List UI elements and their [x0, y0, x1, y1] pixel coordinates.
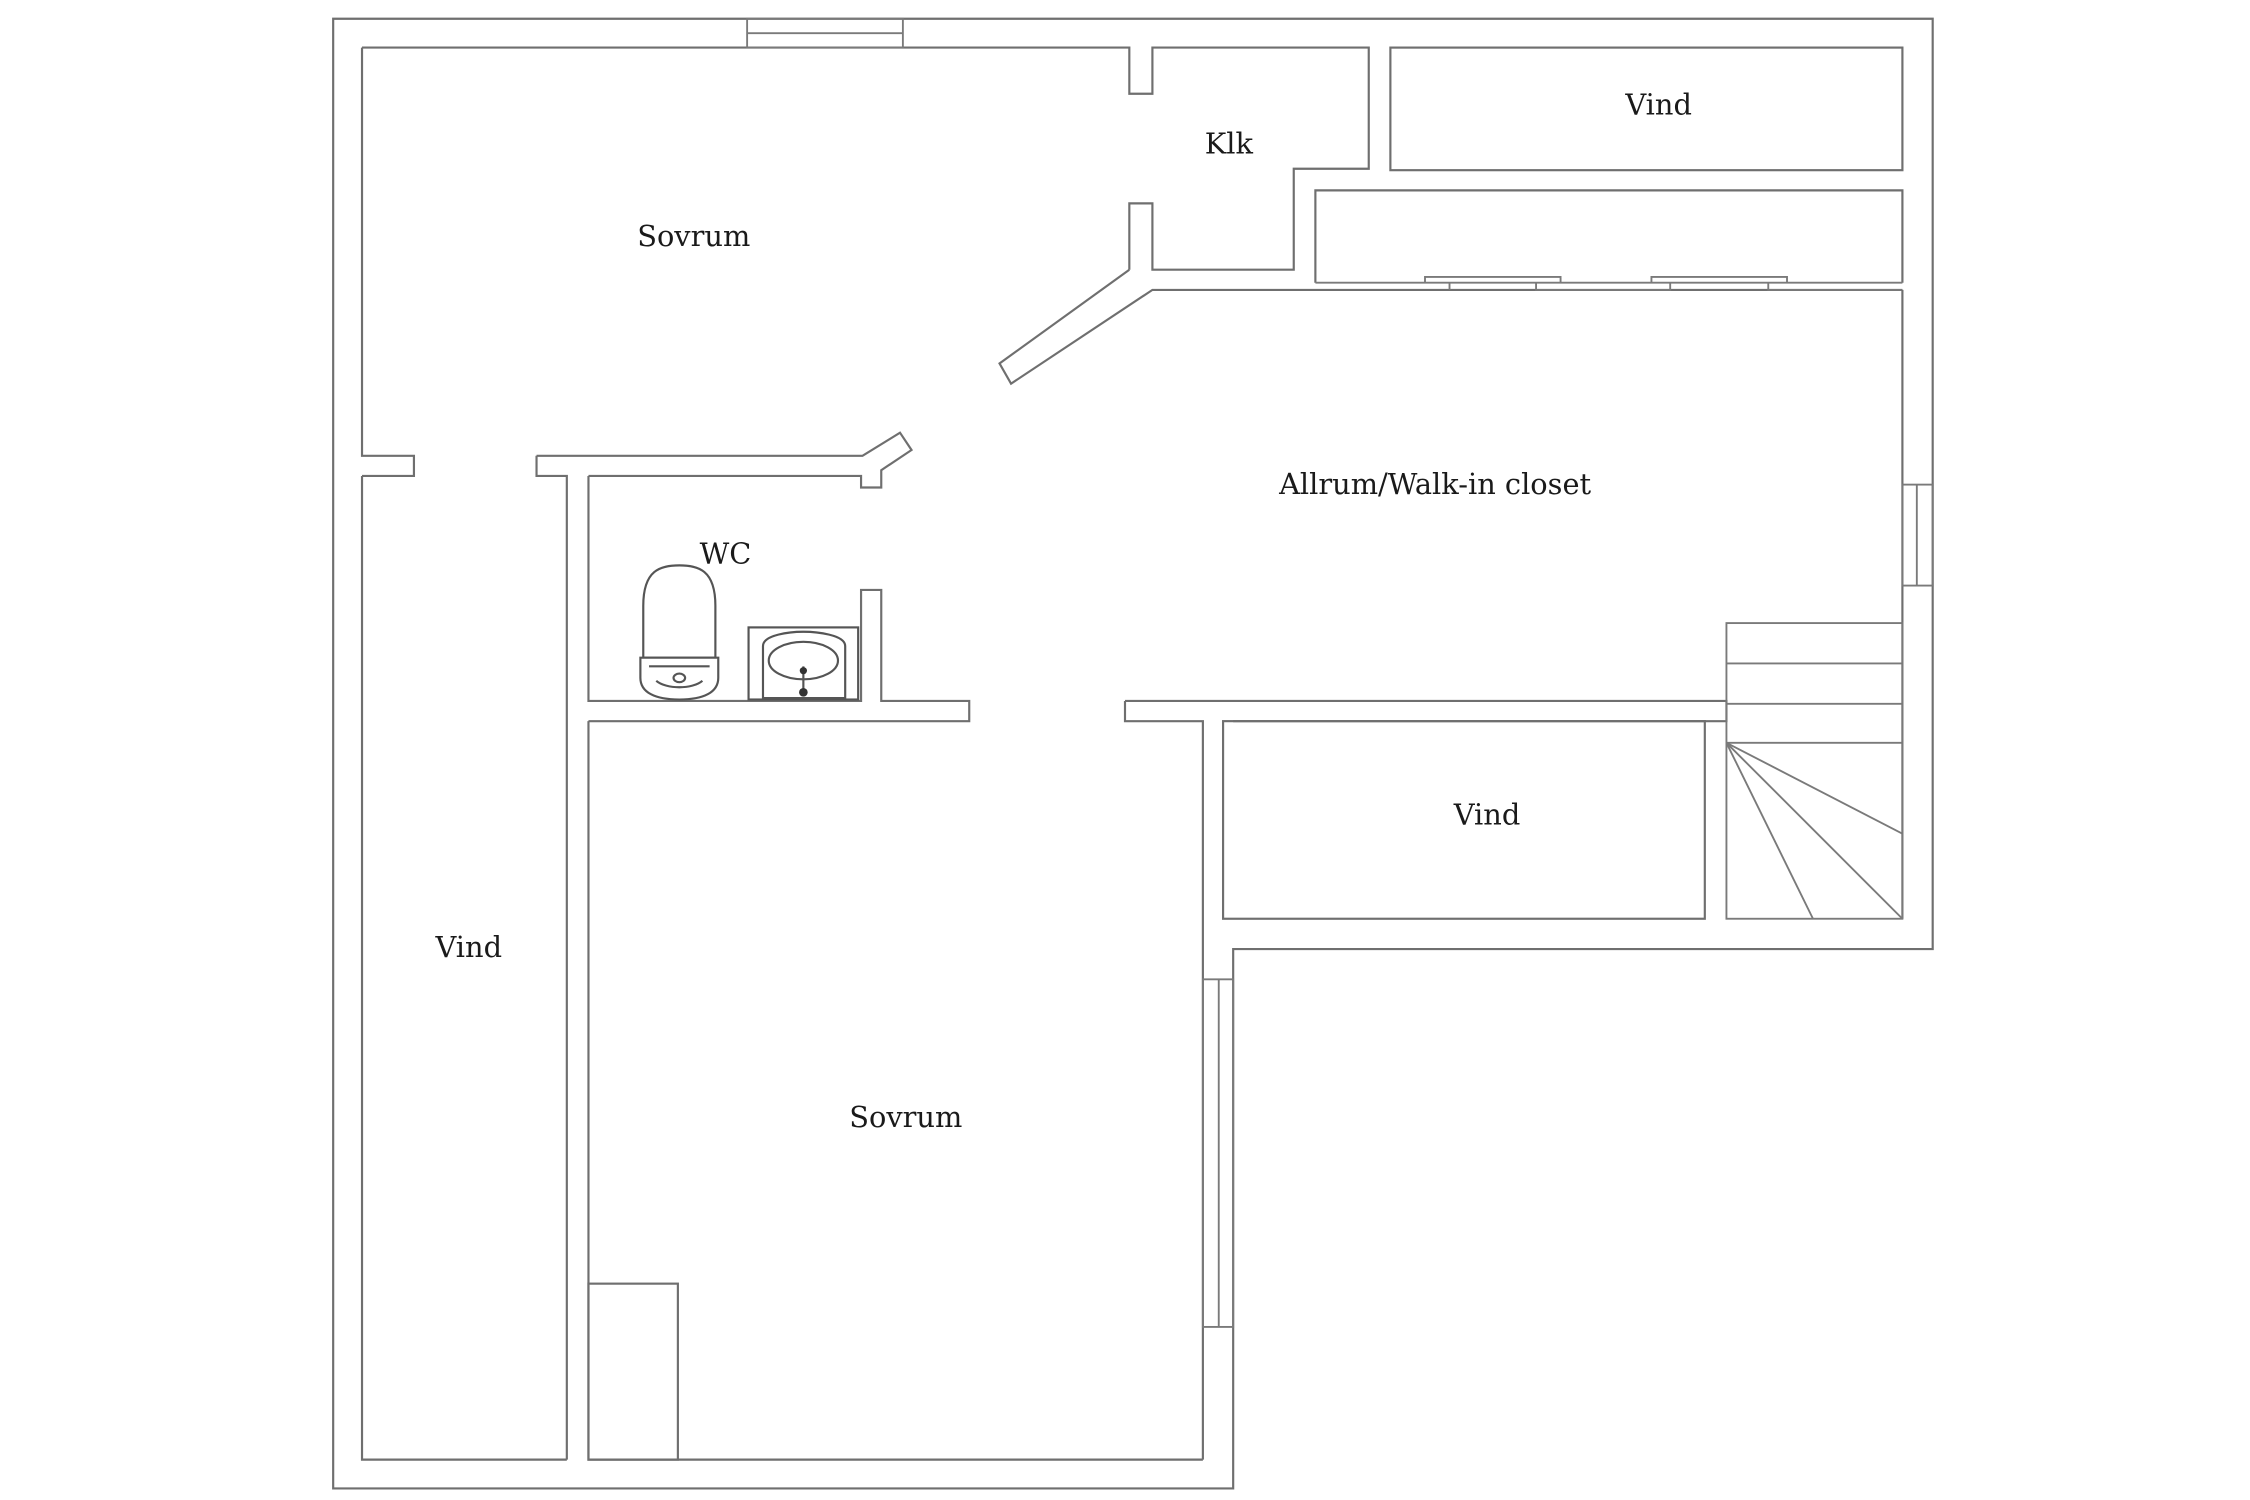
vind-left-walls	[360, 475, 567, 1461]
label-klk: Klk	[1205, 127, 1254, 161]
closet-small	[587, 1282, 679, 1461]
vind-top-area	[1314, 46, 1904, 291]
vind-right-area	[1221, 622, 1904, 920]
label-vind-left: Vind	[434, 930, 502, 964]
label-sovrum-bottom: Sovrum	[849, 1100, 962, 1134]
wc-area	[587, 475, 971, 723]
wc-walls	[587, 475, 971, 723]
sovrum-bottom-walls	[587, 721, 1203, 1461]
stair-outline	[1725, 622, 1904, 920]
label-vind-right: Vind	[1453, 797, 1521, 831]
wc-left-wall-outer	[535, 455, 568, 1460]
sovrum-top-walls	[360, 47, 1903, 1460]
label-sovrum-top: Sovrum	[637, 219, 750, 253]
staircase	[1725, 622, 1904, 920]
sovrum-top-left-wall	[360, 47, 416, 478]
angled-wall-upper	[998, 268, 1903, 386]
label-vind-top: Vind	[1624, 88, 1692, 122]
outer-walls	[332, 17, 1934, 1490]
toilet-icon	[639, 564, 720, 701]
outer-wall-outline	[332, 17, 1934, 1490]
sovrum-bottom-area	[587, 721, 1235, 1461]
label-wc: WC	[700, 536, 752, 570]
vind-top-rect	[1389, 46, 1904, 172]
closet-wall	[1314, 189, 1904, 283]
closet-doors	[1315, 275, 1903, 291]
room-labels: Sovrum Klk Vind Allrum/Walk-in closet WC…	[434, 88, 1691, 1135]
sink-icon	[747, 626, 860, 701]
label-allrum: Allrum/Walk-in closet	[1278, 467, 1591, 501]
vind-left-area	[360, 475, 567, 1461]
inner-wall-outline	[362, 46, 1370, 271]
allrum-south-wall	[1123, 699, 1728, 1460]
allrum-walls	[1123, 289, 1934, 1460]
vind-right-rect	[1221, 720, 1706, 920]
angled-wall-lower	[536, 431, 914, 489]
